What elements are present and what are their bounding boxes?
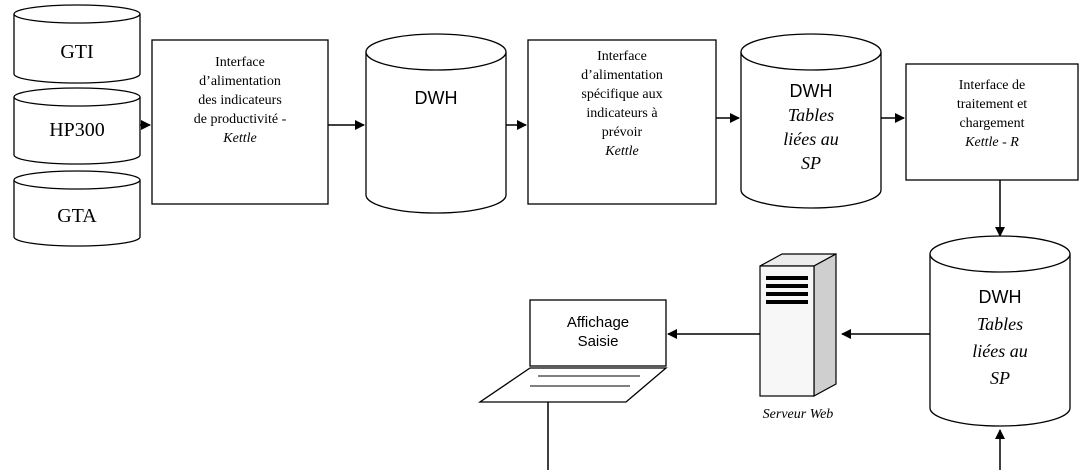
processing-interface-box: Interface de traitement et chargement Ke… bbox=[905, 63, 1079, 181]
dwh-sp-top-line-3: SP bbox=[801, 153, 821, 173]
source-label-gta: GTA bbox=[57, 205, 97, 227]
source-cylinder-gta: GTA bbox=[13, 170, 141, 247]
source-label-hp300: HP300 bbox=[49, 119, 105, 141]
dwh-main-cylinder: DWH bbox=[365, 33, 507, 214]
feed-interface-line-1: Interface bbox=[215, 55, 265, 70]
feed-interface-line-4: de productivité - bbox=[194, 112, 287, 127]
feed-interface-line-3: des indicateurs bbox=[198, 93, 282, 108]
processing-interface-line-3: chargement bbox=[959, 116, 1024, 131]
specific-interface-line-1: Interface bbox=[597, 49, 647, 64]
specific-interface-line-5: prévoir bbox=[602, 125, 643, 140]
dwh-main-label: DWH bbox=[415, 88, 458, 108]
server-icon bbox=[759, 252, 837, 398]
source-cylinder-gti: GTI bbox=[13, 4, 141, 84]
specific-interface-box: Interface d’alimentation spécifique aux … bbox=[527, 39, 717, 205]
specific-interface-line-3: spécifique aux bbox=[581, 87, 662, 102]
laptop-line-1: Affichage bbox=[567, 314, 629, 331]
dwh-sp-top-cylinder: DWH Tables liées au SP bbox=[740, 33, 882, 209]
dwh-sp-bottom-line-3: SP bbox=[990, 368, 1010, 388]
processing-interface-tool: Kettle - R bbox=[964, 135, 1019, 150]
processing-interface-line-2: traitement et bbox=[957, 97, 1027, 112]
laptop-icon bbox=[477, 299, 668, 403]
laptop-line-2: Saisie bbox=[578, 333, 619, 350]
web-server-label: Serveur Web bbox=[763, 407, 834, 422]
source-cylinder-hp300: HP300 bbox=[13, 87, 141, 165]
dwh-sp-top-title: DWH bbox=[790, 81, 833, 101]
dwh-sp-bottom-line-1: Tables bbox=[977, 314, 1023, 334]
specific-interface-line-4: indicateurs à bbox=[586, 106, 658, 121]
processing-interface-line-1: Interface de bbox=[959, 78, 1025, 93]
specific-interface-tool: Kettle bbox=[604, 144, 638, 159]
dwh-sp-top-line-2: liées au bbox=[783, 129, 839, 149]
feed-interface-line-2: d’alimentation bbox=[199, 74, 281, 89]
specific-interface-line-2: d’alimentation bbox=[581, 68, 663, 83]
dwh-sp-bottom-title: DWH bbox=[979, 287, 1022, 307]
dwh-sp-top-line-1: Tables bbox=[788, 105, 834, 125]
feed-interface-box: Interface d’alimentation des indicateurs… bbox=[151, 39, 329, 205]
feed-interface-tool: Kettle bbox=[222, 131, 256, 146]
dwh-sp-bottom-line-2: liées au bbox=[972, 341, 1028, 361]
dwh-sp-bottom-cylinder: DWH Tables liées au SP bbox=[929, 235, 1071, 427]
source-label-gti: GTI bbox=[60, 41, 93, 63]
